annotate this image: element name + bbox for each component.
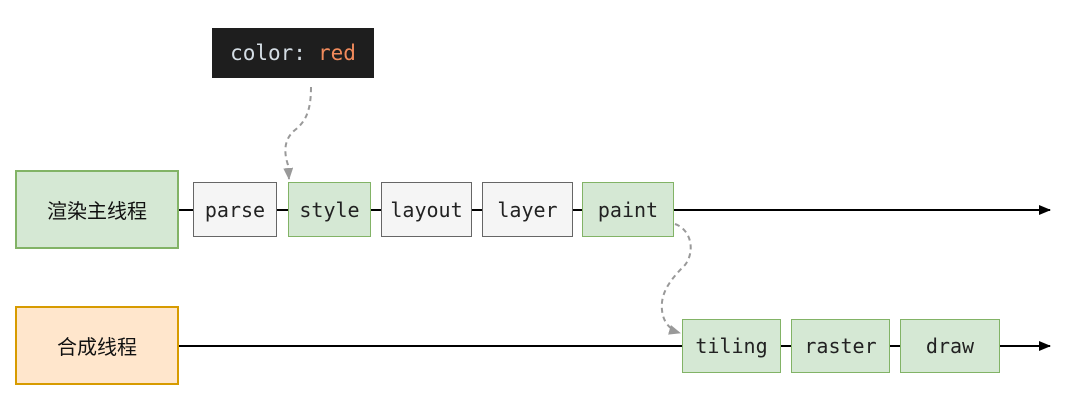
step-parse: parse [193,182,277,237]
paint-to-tiling-dashed-arrow [660,223,692,335]
css-code-snippet: color: red [212,28,374,78]
main-thread-label: 渲染主线程 [15,170,179,249]
css-value: red [317,41,356,65]
step-layout: layout [381,182,472,237]
step-tiling: tiling [682,319,781,373]
css-property: color: [230,41,306,65]
step-draw: draw [900,319,1000,373]
step-layer: layer [482,182,573,237]
step-style: style [288,182,371,237]
step-paint: paint [582,182,674,237]
step-raster: raster [791,319,890,373]
code-to-style-dashed-arrow [283,86,312,180]
compositor-thread-label: 合成线程 [15,306,179,385]
